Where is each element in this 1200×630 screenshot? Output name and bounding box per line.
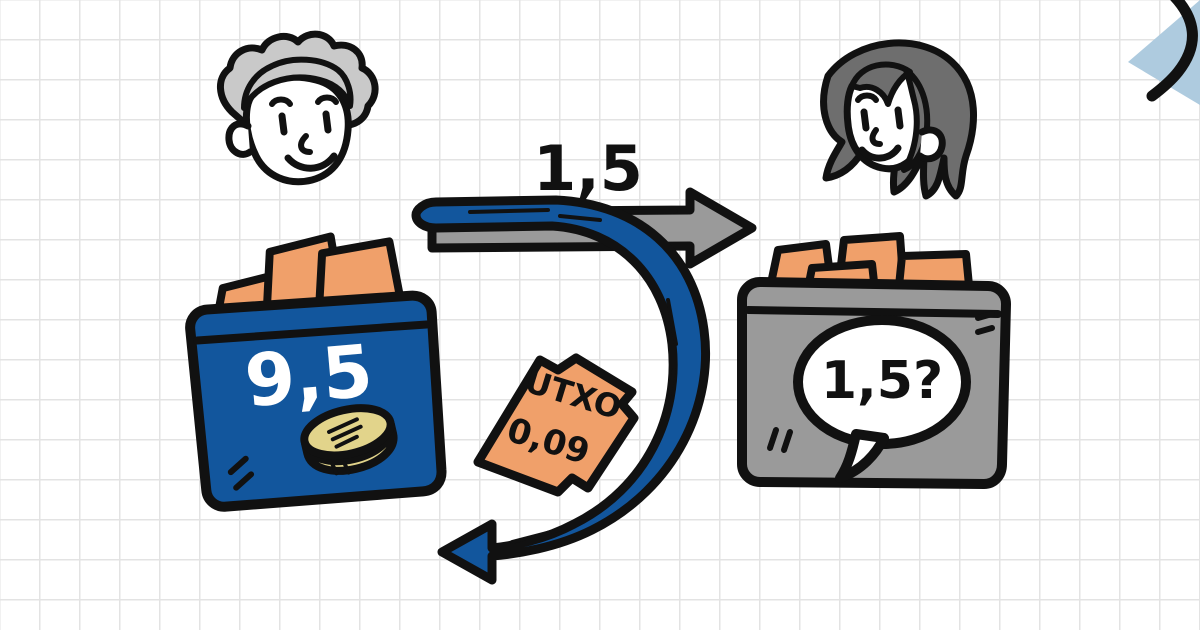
recipient-speech-bubble: 1,5?	[793, 315, 971, 483]
utxo-note: UTXO 0,09	[473, 353, 639, 497]
recipient-bubble-label: 1,5?	[821, 351, 943, 411]
payment-amount-label: 1,5	[533, 132, 643, 205]
recipient-person	[820, 39, 977, 200]
sender-person	[217, 30, 379, 186]
recipient-wallet: 1,5?	[737, 232, 1011, 489]
sender-wallet: 9,5	[185, 232, 447, 512]
corner-decoration	[1128, 0, 1200, 105]
change-arrow	[411, 195, 711, 585]
coin	[300, 404, 398, 476]
